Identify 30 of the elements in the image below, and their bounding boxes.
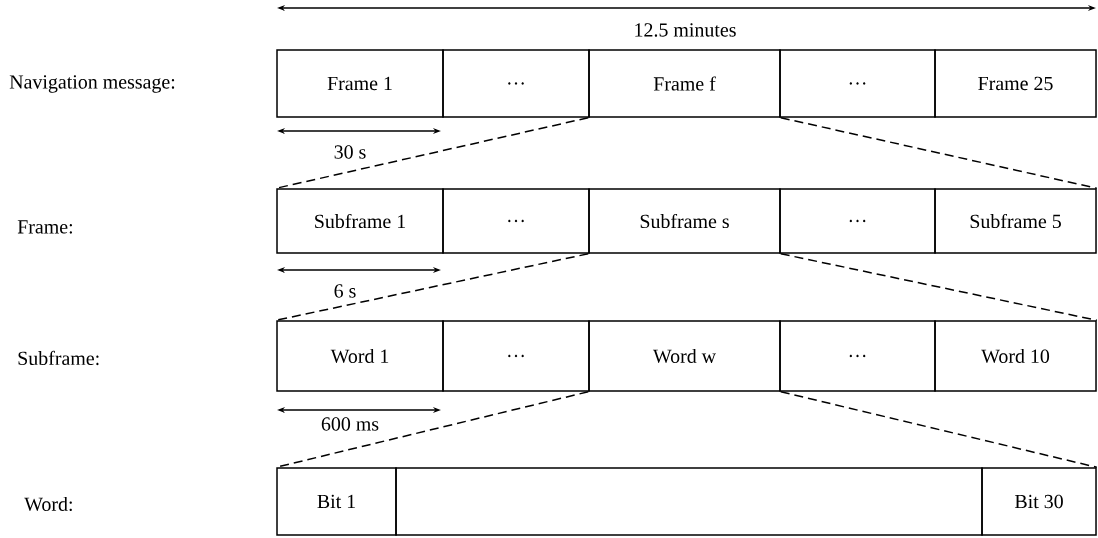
segment-box: … (442, 49, 590, 118)
segment-box: Frame 1 (276, 49, 444, 118)
segment-box: Bit 30 (981, 467, 1097, 536)
segment-box: Word 1 (276, 320, 444, 392)
segment-box: … (442, 188, 590, 254)
segment-box: … (779, 188, 936, 254)
segment-box: Subframe 1 (276, 188, 444, 254)
row-label: Frame: (17, 220, 73, 234)
segment-box: Word w (588, 320, 781, 392)
row-label: Subframe: (18, 350, 99, 366)
dimension-label: 6 s (334, 284, 356, 298)
zoom-line (780, 253, 1098, 321)
row-label: Word: (24, 496, 72, 512)
dimension-label: 12.5 minutes (635, 23, 736, 37)
zoom-line (780, 117, 1098, 189)
segment-box: … (779, 49, 936, 118)
segment-box: … (442, 320, 590, 392)
segment-box: Subframe s (588, 188, 781, 254)
zoom-line (275, 253, 589, 321)
segment-box: … (779, 320, 936, 392)
row-label: Navigation message: (9, 75, 175, 93)
segment-box: Subframe 5 (934, 188, 1097, 254)
zoom-line (780, 391, 1098, 468)
segment-box: Bit 1 (276, 467, 397, 536)
dimension-label: 600 ms (321, 417, 379, 431)
dimension-label: 30 s (334, 145, 366, 159)
segment-box: Frame f (588, 49, 781, 118)
segment-box: Frame 25 (934, 49, 1097, 118)
segment-box (395, 467, 983, 536)
segment-box: Word 10 (934, 320, 1097, 392)
